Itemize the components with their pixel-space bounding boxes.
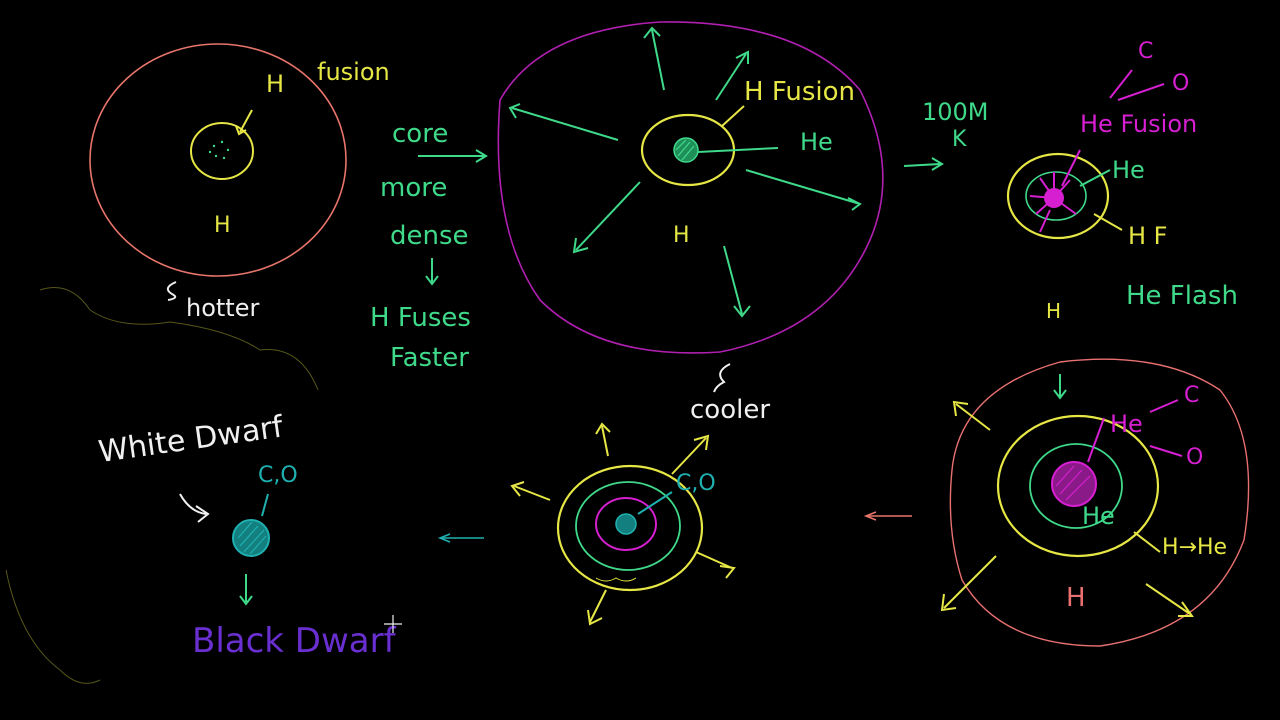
star3-h: H bbox=[1046, 299, 1061, 323]
note-core: core bbox=[392, 119, 448, 149]
star4-o: O bbox=[1186, 445, 1203, 470]
white-dwarf-core bbox=[232, 519, 270, 557]
star1-hotter-label: hotter bbox=[186, 294, 259, 322]
star1-outer-boundary bbox=[89, 43, 347, 277]
note-dense: dense bbox=[390, 221, 469, 251]
transition-arrow-red bbox=[863, 511, 912, 521]
star2-h-label: H bbox=[673, 223, 690, 248]
star5-outer-shell bbox=[556, 464, 704, 592]
star2-fusion-pointer bbox=[721, 105, 745, 127]
star2-cooler-pointer bbox=[713, 363, 731, 393]
star3-he: He bbox=[1112, 156, 1145, 184]
star2-cooler-label: cooler bbox=[690, 395, 770, 425]
star3-h-shell bbox=[1006, 152, 1110, 240]
star1-core-dots bbox=[208, 140, 230, 160]
star3-he-fusion: He Fusion bbox=[1080, 110, 1197, 138]
star1-h-bottom: H bbox=[214, 213, 231, 238]
star4-he: He bbox=[1110, 410, 1143, 438]
star4-co-core bbox=[1051, 461, 1097, 507]
star1-h-top: H bbox=[266, 70, 284, 98]
star5-shedding: C,O bbox=[510, 422, 736, 626]
white-dwarf: White Dwarf C,O Black Dwarf bbox=[96, 409, 396, 661]
transition-arrow-cyan bbox=[437, 533, 484, 543]
star4-layered: He C O He H→He H bbox=[940, 358, 1250, 647]
star5-co: C,O bbox=[676, 471, 716, 496]
star3-helium-fusion: C O He Fusion He H F H He Flash bbox=[1006, 39, 1238, 400]
temp-k: K bbox=[952, 127, 967, 152]
star3-he-shell bbox=[1025, 171, 1087, 221]
star3-c: C bbox=[1138, 39, 1153, 64]
star4-h-shell bbox=[996, 414, 1160, 558]
star4-c: C bbox=[1184, 383, 1199, 408]
star4-arrows bbox=[940, 400, 1194, 617]
star4-h-he: H→He bbox=[1162, 535, 1227, 560]
star2-expansion-arrows bbox=[508, 26, 862, 318]
star1-core bbox=[190, 122, 254, 180]
star5-arrows bbox=[510, 422, 736, 626]
star4-he-inner: He bbox=[1082, 502, 1115, 530]
star4-he-shell bbox=[1029, 443, 1123, 529]
star1-hotter-pointer bbox=[166, 281, 177, 301]
star3-hf: H F bbox=[1128, 222, 1167, 250]
star4-outer-boundary bbox=[949, 358, 1250, 647]
temp-100m: 100M bbox=[922, 98, 989, 126]
star2-outer-boundary bbox=[497, 21, 884, 354]
star2-red-giant: H Fusion He H cooler bbox=[497, 21, 884, 425]
star3-o: O bbox=[1172, 71, 1189, 96]
star5-magenta-shell bbox=[595, 497, 657, 551]
notes-column: core more dense H Fuses Faster bbox=[370, 119, 488, 373]
note-more: more bbox=[380, 173, 447, 203]
star4-h: H bbox=[1066, 583, 1086, 613]
wd-co: C,O bbox=[258, 463, 298, 488]
crosshair-cursor-icon bbox=[384, 615, 402, 633]
note-faster: Faster bbox=[390, 343, 469, 373]
star2-helium-core bbox=[673, 137, 699, 163]
faint-scribble-bottom bbox=[5, 569, 101, 684]
star5-he-shell bbox=[575, 481, 681, 571]
black-dwarf-label: Black Dwarf bbox=[192, 621, 397, 661]
star1-main-sequence: H fusion H hotter bbox=[89, 43, 390, 322]
star5-core bbox=[615, 513, 637, 535]
white-dwarf-label: White Dwarf bbox=[96, 409, 286, 470]
faint-scribble-left bbox=[39, 287, 319, 391]
star1-fusion-pointer bbox=[239, 109, 253, 133]
note-h-fuses: H Fuses bbox=[370, 303, 471, 333]
star2-he-label: He bbox=[800, 128, 833, 156]
star2-h-fusion-label: H Fusion bbox=[744, 77, 855, 107]
transition-arrow-100m: 100M K bbox=[903, 98, 989, 171]
star1-fusion-label: fusion bbox=[317, 58, 390, 86]
star3-he-flash: He Flash bbox=[1126, 281, 1238, 311]
